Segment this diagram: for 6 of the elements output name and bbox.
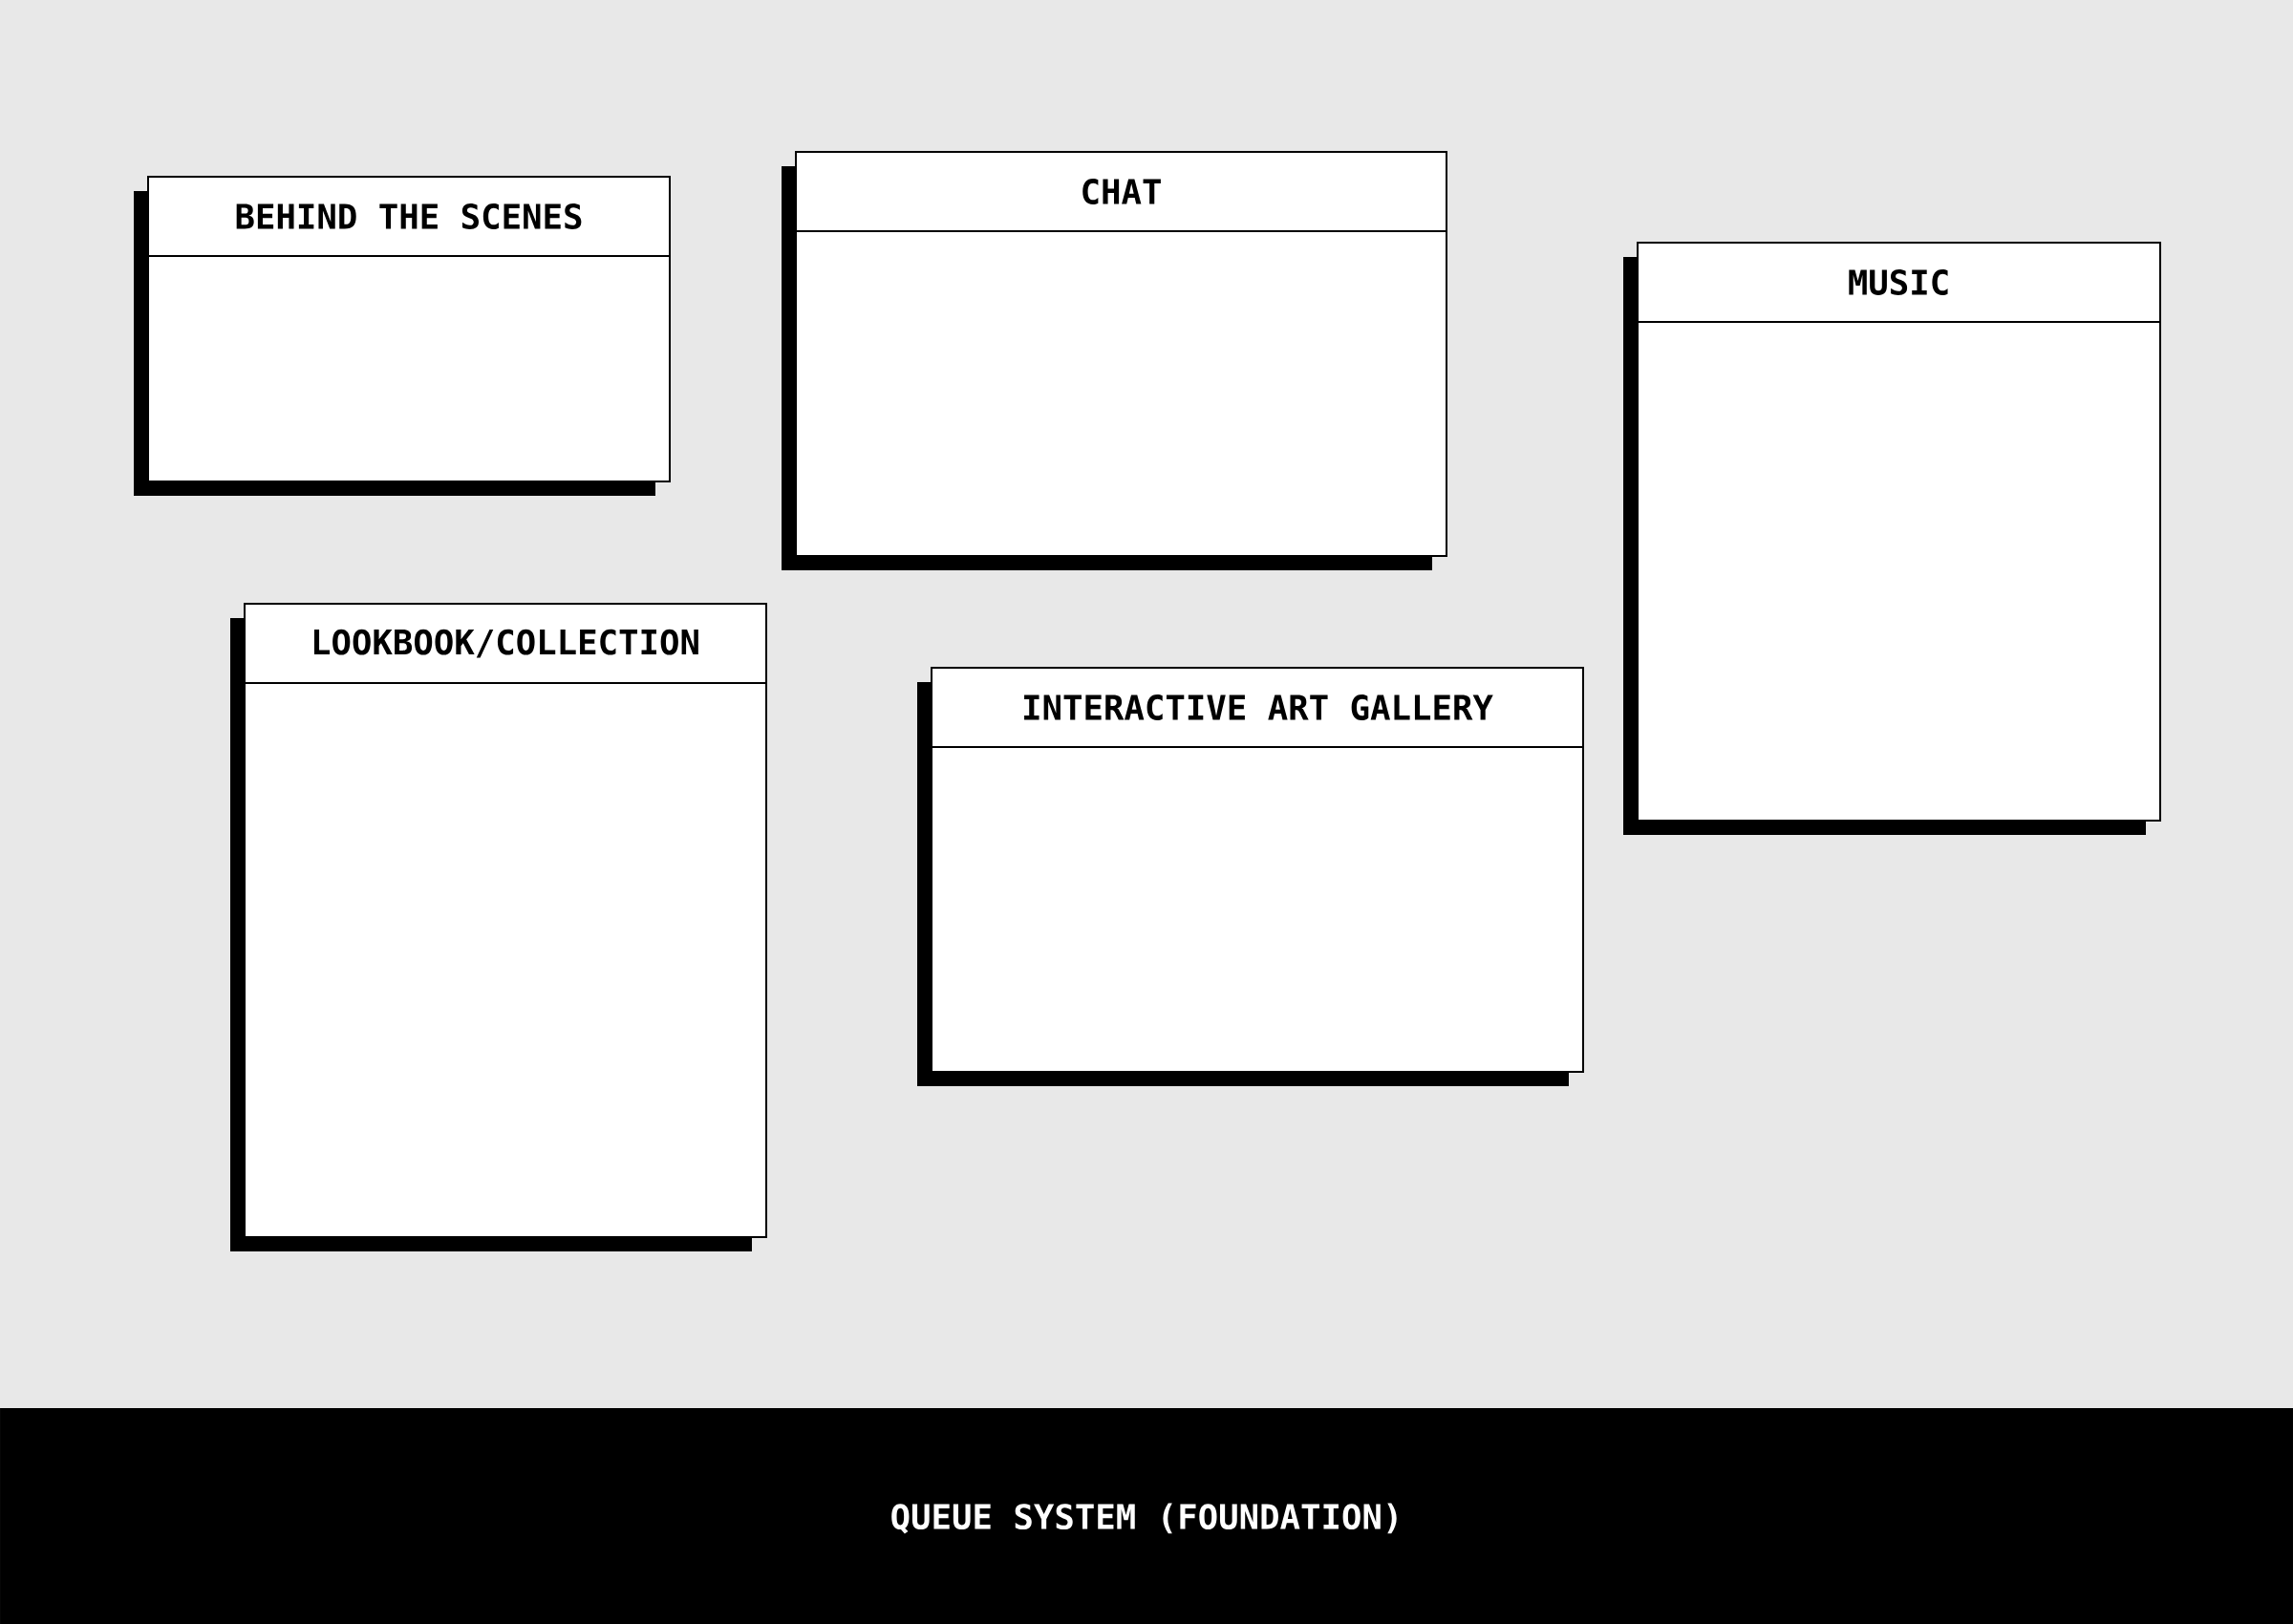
- panel: BEHIND THE SCENES: [134, 176, 671, 496]
- foundation-band: QUEUE SYSTEM (FOUNDATION): [0, 1408, 2293, 1624]
- panel: INTERACTIVE ART GALLERY: [917, 667, 1584, 1086]
- panel: MUSIC: [1623, 242, 2161, 835]
- panel: LOOKBOOK/COLLECTION: [230, 603, 767, 1251]
- panel: CHAT: [782, 151, 1447, 570]
